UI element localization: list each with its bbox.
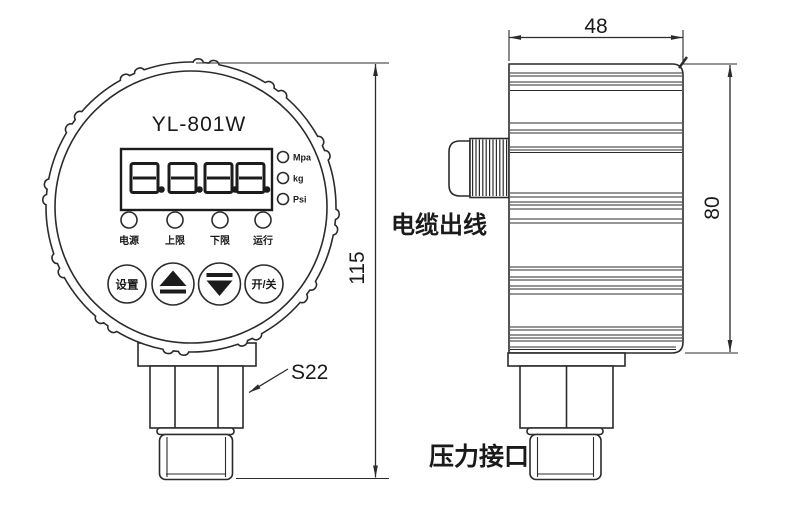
overall-height-value: 115 (346, 251, 369, 284)
s22-callout: S22 (248, 361, 328, 394)
corner-tick (678, 56, 688, 69)
body-height-value: 80 (701, 196, 724, 219)
pressure-port-label: 压力接口 (429, 443, 529, 471)
model-label: YL-801W (152, 113, 247, 136)
lamp-circle-icon (254, 211, 272, 229)
dimension-115: 115 (196, 62, 389, 480)
decimal-dot (196, 186, 203, 193)
lamp-circle-icon (120, 211, 138, 229)
flange (507, 352, 626, 367)
status-label: 上限 (165, 234, 186, 247)
wrench-flat-label: S22 (291, 361, 328, 384)
seven-segment-digit (235, 162, 266, 194)
housing-grooves (510, 72, 682, 351)
up-arrow-icon (159, 270, 187, 294)
down-button (197, 262, 242, 306)
dimension-80: 80 (678, 56, 738, 354)
up-button (151, 262, 195, 306)
status-indicator-run: 运行 (253, 211, 273, 247)
led-circle-icon (276, 192, 290, 206)
unit-led-kg: kg (276, 171, 304, 185)
lcd-display (119, 147, 274, 212)
decimal-dot (231, 186, 239, 193)
dimension-48: 48 (508, 15, 684, 61)
hex-nut (149, 365, 244, 429)
status-label: 运行 (253, 234, 273, 247)
status-indicator-upper-limit: 上限 (165, 211, 186, 247)
unit-led-psi: Psi (276, 192, 307, 206)
decimal-dot (158, 186, 165, 193)
status-indicator-power: 电源 (119, 211, 139, 247)
decimal-dot (263, 186, 271, 193)
thread-neck (526, 427, 604, 436)
down-arrow-icon (206, 273, 233, 296)
gauge-face (54, 70, 328, 344)
lamp-circle-icon (166, 211, 184, 229)
status-label: 下限 (210, 235, 231, 247)
cable-gland (448, 137, 510, 199)
threaded-port-side (529, 433, 602, 481)
led-circle-icon (276, 150, 290, 164)
power-button-label: 开/关 (251, 277, 276, 291)
side-view: 电缆出线 压力接口 (391, 63, 684, 481)
unit-led-label: Psi (293, 195, 307, 205)
thread-neck (156, 427, 235, 436)
set-button: 设置 (107, 264, 147, 304)
front-view: YL-801W Mpa (42, 58, 340, 481)
status-indicator-lower-limit: 下限 (210, 211, 231, 247)
gland-cap (448, 140, 471, 197)
seven-segment-digit (203, 162, 234, 194)
body-width-value: 48 (584, 15, 607, 38)
leader-line (248, 368, 289, 394)
set-button-label: 设置 (116, 278, 139, 292)
gland-stripes (472, 139, 508, 196)
hex-nut-side (519, 365, 614, 429)
threaded-port (158, 433, 234, 481)
cable-outlet-label: 电缆出线 (391, 211, 487, 239)
led-circle-icon (276, 171, 290, 185)
seven-segment-digit (167, 162, 198, 194)
status-label: 电源 (119, 234, 139, 247)
unit-led-mpa: Mpa (276, 150, 312, 164)
unit-led-label: kg (293, 174, 304, 184)
seven-segment-digit (129, 162, 160, 194)
lamp-circle-icon (211, 211, 229, 229)
unit-led-label: Mpa (293, 153, 312, 163)
power-button: 开/关 (244, 264, 284, 304)
